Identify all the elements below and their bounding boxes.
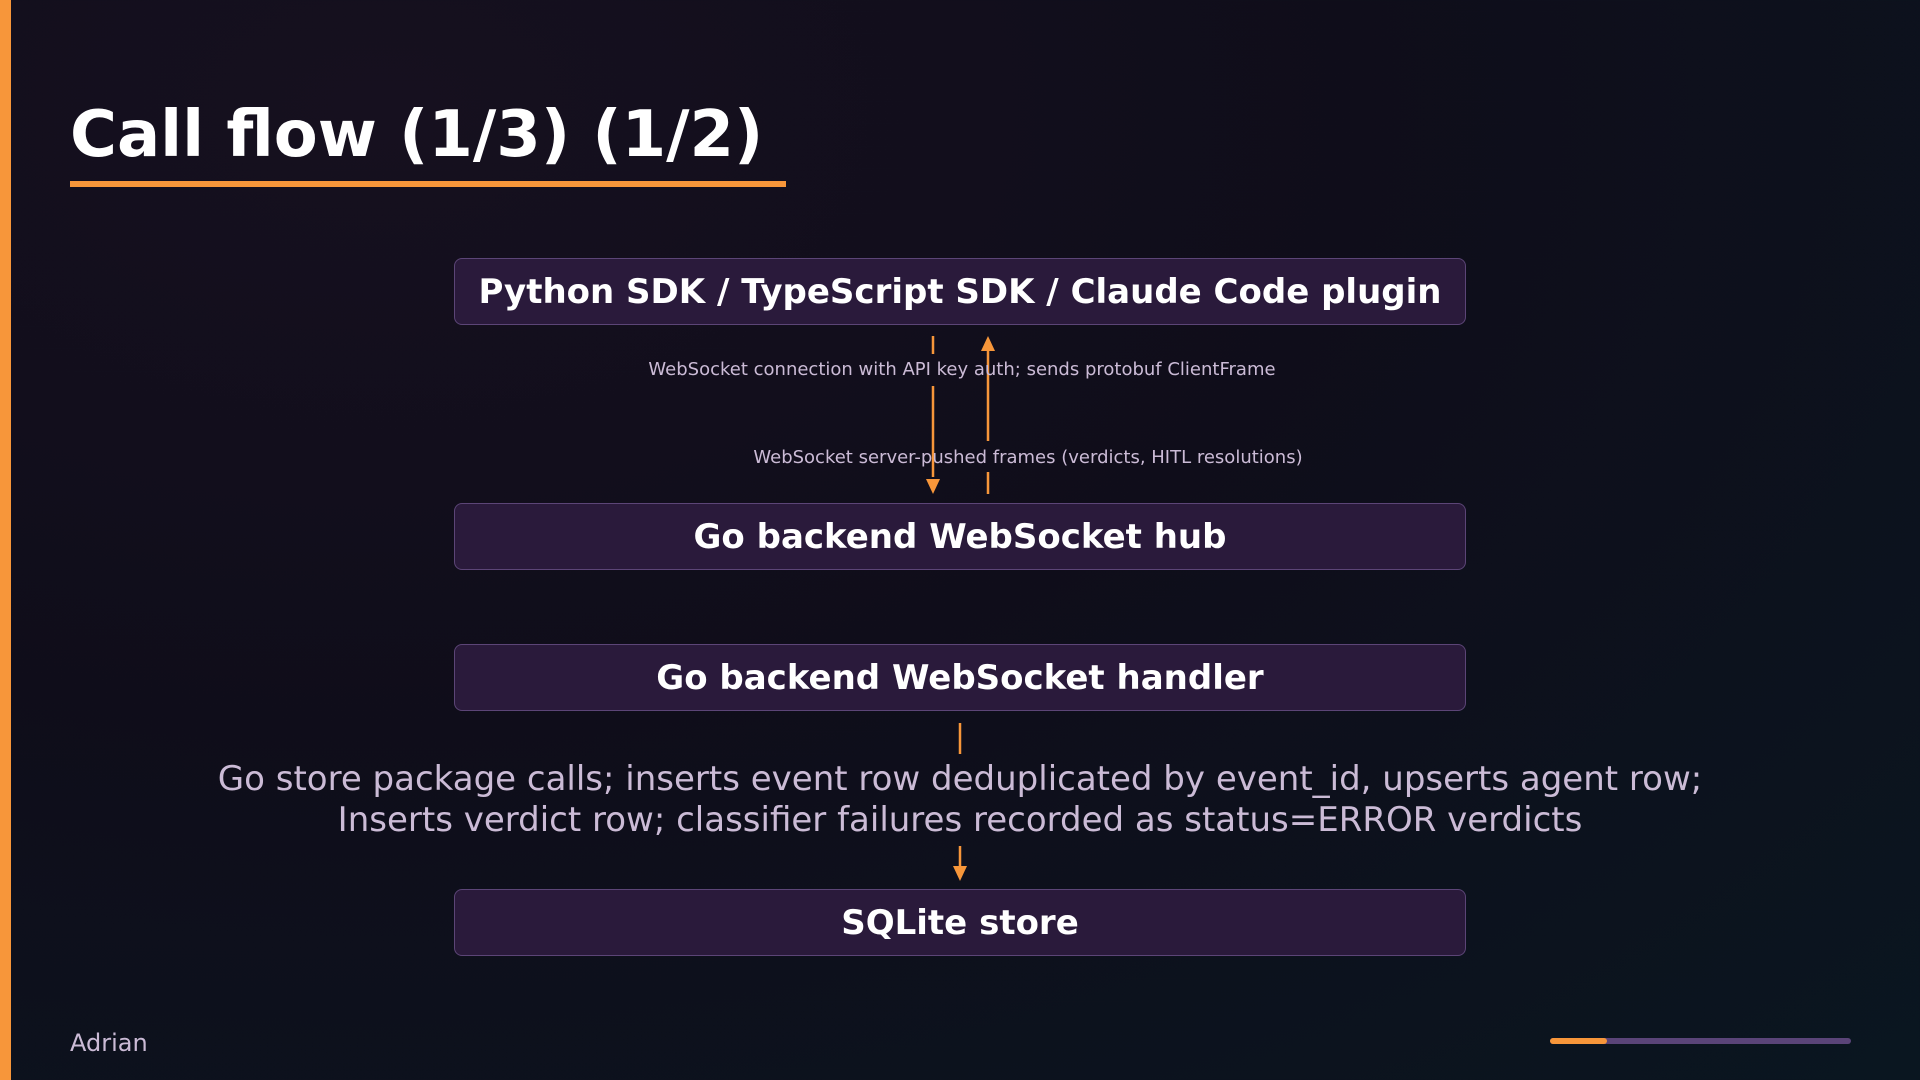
edge-label-handler-to-store: Go store package calls; inserts event ro… (0, 759, 1920, 841)
edge-label-hub-to-sdk: WebSocket server-pushed frames (verdicts… (753, 447, 1303, 468)
edge-label-line-1: Go store package calls; inserts event ro… (217, 759, 1703, 799)
arrowhead-up-sdk (981, 336, 995, 351)
arrowhead-down-store (953, 866, 967, 881)
node-sqlite-store: SQLite store (454, 889, 1466, 956)
left-accent-bar (0, 0, 11, 1080)
slide-progress-bar (1550, 1038, 1851, 1044)
slide-progress-fill (1550, 1038, 1608, 1044)
node-websocket-handler: Go backend WebSocket handler (454, 644, 1466, 711)
slide-title: Call flow (1/3) (1/2) (70, 98, 764, 172)
node-sdk: Python SDK / TypeScript SDK / Claude Cod… (454, 258, 1466, 325)
edge-label-line-2: Inserts verdict row; classifier failures… (337, 800, 1583, 840)
title-underline (70, 181, 786, 187)
node-websocket-hub: Go backend WebSocket hub (454, 503, 1466, 570)
arrowhead-down-hub (926, 479, 940, 494)
footer-author: Adrian (70, 1029, 148, 1057)
edge-label-sdk-to-hub: WebSocket connection with API key auth; … (648, 359, 1276, 380)
